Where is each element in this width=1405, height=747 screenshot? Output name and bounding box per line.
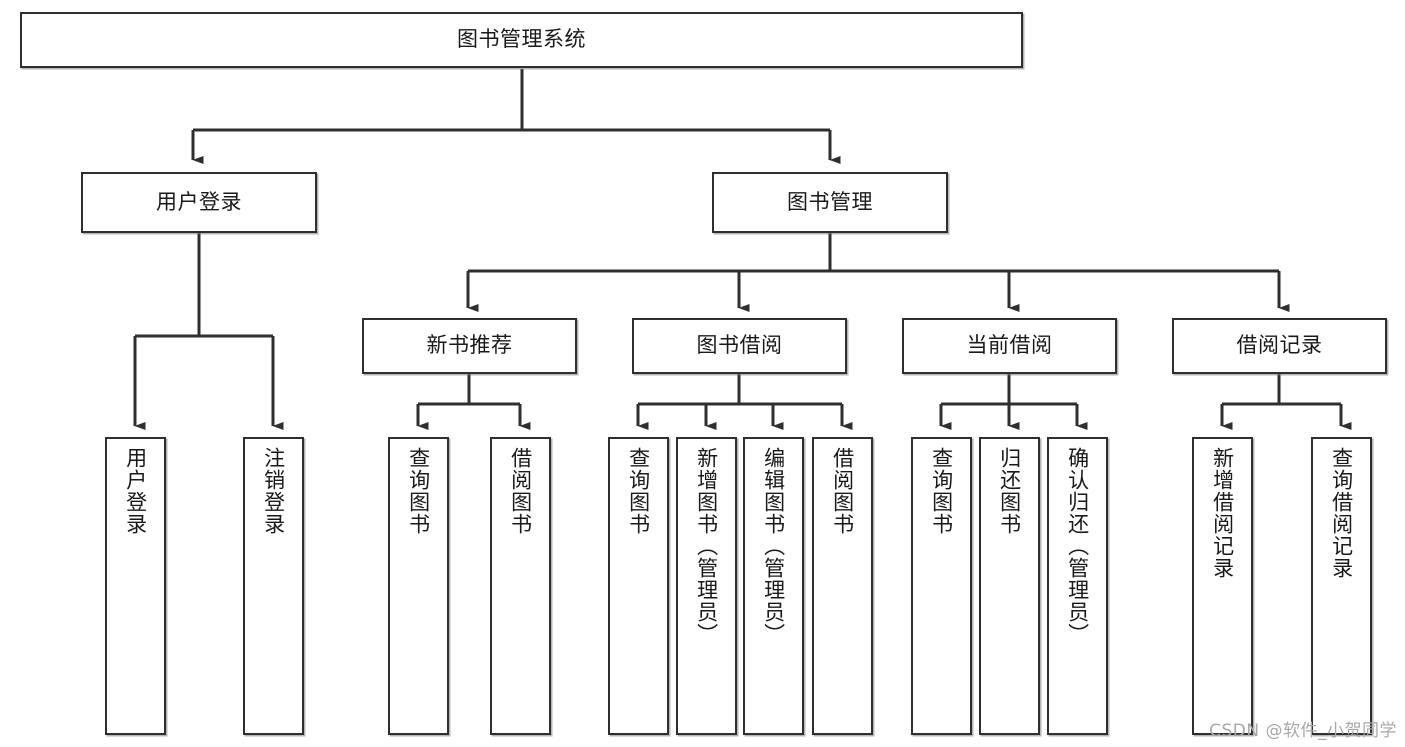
node-label: 新增图书（管理员） bbox=[694, 447, 719, 645]
node-book-borrow[interactable]: 图书借阅 bbox=[632, 318, 847, 374]
leaf-borrow-edit-book[interactable]: 编辑图书（管理员） bbox=[743, 437, 804, 735]
node-label: 借阅图书 bbox=[508, 447, 533, 535]
leaf-borrow-query-book[interactable]: 查询图书 bbox=[608, 437, 669, 735]
node-book-management[interactable]: 图书管理 bbox=[712, 172, 948, 233]
node-borrow-record[interactable]: 借阅记录 bbox=[1172, 318, 1387, 374]
node-label: 借阅图书 bbox=[830, 447, 855, 535]
leaf-recommend-query-book[interactable]: 查询图书 bbox=[388, 437, 449, 735]
leaf-user-login[interactable]: 用户登录 bbox=[105, 437, 166, 735]
leaf-user-logout[interactable]: 注销登录 bbox=[243, 437, 304, 735]
node-label: 用户登录 bbox=[123, 447, 148, 535]
leaf-record-add[interactable]: 新增借阅记录 bbox=[1192, 437, 1253, 735]
node-label: 图书借阅 bbox=[696, 333, 783, 358]
node-label: 图书管理 bbox=[787, 189, 873, 214]
leaf-current-confirm-return[interactable]: 确认归还（管理员） bbox=[1047, 437, 1108, 735]
node-user-login[interactable]: 用户登录 bbox=[81, 172, 317, 233]
node-label: 图书管理系统 bbox=[457, 27, 586, 52]
node-label: 借阅记录 bbox=[1236, 333, 1323, 358]
node-new-book-recommend[interactable]: 新书推荐 bbox=[362, 318, 577, 374]
node-label: 当前借阅 bbox=[966, 333, 1053, 358]
leaf-current-return-book[interactable]: 归还图书 bbox=[979, 437, 1040, 735]
node-label: 编辑图书（管理员） bbox=[761, 447, 786, 645]
node-label: 确认归还（管理员） bbox=[1065, 447, 1090, 645]
node-label: 新增借阅记录 bbox=[1210, 447, 1235, 579]
node-label: 查询图书 bbox=[929, 447, 954, 535]
node-current-borrow[interactable]: 当前借阅 bbox=[902, 318, 1117, 374]
leaf-current-query-book[interactable]: 查询图书 bbox=[911, 437, 972, 735]
leaf-borrow-add-book[interactable]: 新增图书（管理员） bbox=[676, 437, 737, 735]
node-label: 归还图书 bbox=[997, 447, 1022, 535]
node-root-system[interactable]: 图书管理系统 bbox=[20, 12, 1023, 68]
node-label: 查询图书 bbox=[406, 447, 431, 535]
node-label: 用户登录 bbox=[156, 189, 242, 214]
node-label: 新书推荐 bbox=[426, 333, 513, 358]
node-label: 查询图书 bbox=[626, 447, 651, 535]
leaf-record-query[interactable]: 查询借阅记录 bbox=[1311, 437, 1372, 735]
node-label: 注销登录 bbox=[261, 447, 286, 535]
watermark-text: CSDN @软件_小贺同学 bbox=[1209, 721, 1397, 741]
leaf-recommend-borrow-book[interactable]: 借阅图书 bbox=[490, 437, 551, 735]
leaf-borrow-borrow-book[interactable]: 借阅图书 bbox=[812, 437, 873, 735]
node-label: 查询借阅记录 bbox=[1329, 447, 1354, 579]
